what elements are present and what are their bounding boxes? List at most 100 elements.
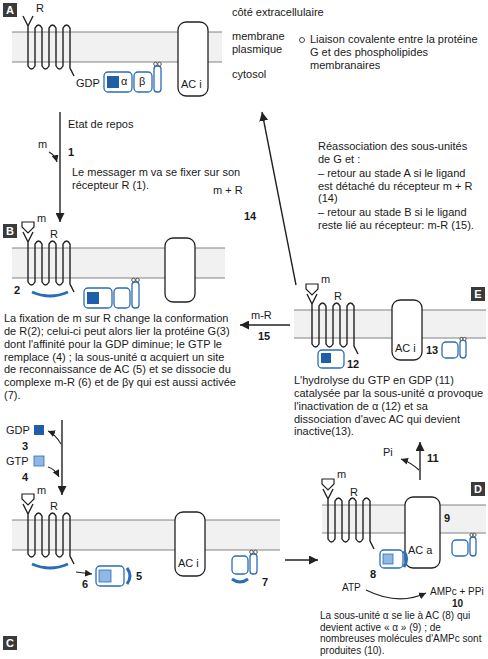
- lipid-anchor: [136, 278, 140, 282]
- gtp-square: [383, 554, 393, 564]
- panel-letter: B: [3, 224, 17, 238]
- callout-number: 15: [258, 330, 270, 343]
- callout-number: 5: [136, 570, 142, 583]
- part-label: R: [334, 290, 342, 303]
- step-arrow: [285, 559, 318, 560]
- alpha-subunit: [380, 550, 403, 568]
- part-label: R: [36, 2, 44, 15]
- dissociation-arrow: [76, 572, 92, 574]
- receptor-symbol: [307, 294, 358, 354]
- gamma-subunit: [154, 66, 161, 92]
- phosphate-arrow: [401, 459, 419, 470]
- callout-number: 4: [22, 471, 28, 484]
- alpha-subunit: [96, 566, 124, 586]
- panel-description: La sous-unité α se lie à AC (8) qui devi…: [320, 610, 484, 657]
- callout-number: 1: [68, 146, 74, 159]
- callout-number: 11: [427, 452, 439, 465]
- ligand-label: m: [37, 212, 46, 225]
- conformation-change: [32, 564, 68, 568]
- activation-site: [232, 579, 248, 582]
- membrane: [322, 505, 486, 533]
- beta-subunit: [452, 540, 468, 556]
- state-label: Etat de repos: [68, 118, 133, 131]
- subunit-label: β: [139, 75, 145, 88]
- callout-number: 8: [370, 568, 376, 581]
- adenylate-cyclase: [178, 22, 208, 96]
- ligand-label: m: [37, 484, 46, 497]
- molecule-label: AMPc + PPi: [430, 586, 484, 598]
- gamma-subunit: [132, 282, 139, 308]
- callout-number: 6: [82, 578, 88, 591]
- panel-letter: A: [3, 3, 17, 17]
- step-arrow: [59, 112, 60, 222]
- beta-subunit: [232, 556, 248, 574]
- enzyme-label: AC i: [181, 78, 202, 91]
- gtp-square: [34, 456, 44, 466]
- callout-number: 13: [426, 344, 438, 357]
- callout-number: 7: [262, 576, 268, 589]
- step-arrow: [262, 112, 296, 285]
- step-arrow: [240, 324, 290, 325]
- enzyme-label: AC i: [395, 342, 416, 355]
- part-label: R: [50, 500, 58, 513]
- release-arrow: [48, 431, 61, 444]
- ligand-label: m: [38, 138, 47, 151]
- subunit-label: α: [121, 75, 127, 88]
- panel-letter: E: [471, 287, 485, 301]
- conformation-change: [32, 292, 68, 296]
- panel-letter: C: [3, 636, 17, 650]
- receptor-symbol: [323, 489, 374, 549]
- callout-number: 2: [14, 284, 20, 297]
- panel: B La fixation de m sur R change la confor…: [0, 222, 240, 420]
- callout-number: 9: [444, 512, 450, 525]
- gamma-subunit: [470, 537, 476, 556]
- membrane-line: [294, 310, 486, 311]
- molecule-label: Pi: [383, 446, 393, 459]
- gamma-subunit: [460, 340, 466, 358]
- membrane-line: [12, 550, 280, 551]
- callout-number: 3: [22, 440, 28, 453]
- region-label: cytosol: [232, 68, 266, 81]
- panel: DLa sous-unité α se lie à AC (8) qui dev…: [318, 480, 488, 659]
- gdp-square: [34, 425, 44, 435]
- adenylate-cyclase: [392, 300, 422, 360]
- gdp-square: [87, 292, 99, 304]
- molecule-label: GDP: [76, 77, 100, 90]
- step-arrow: [419, 442, 420, 480]
- part-label: R: [350, 486, 358, 499]
- alpha-subunit: [318, 350, 344, 368]
- gamma-subunit: [250, 554, 257, 574]
- enzyme-label: AC i: [178, 557, 199, 570]
- membrane: [12, 520, 280, 550]
- binding-site: [404, 551, 407, 567]
- molecule-label: GDP: [6, 424, 30, 437]
- callout-number: 14: [244, 210, 256, 223]
- lipid-anchor: [132, 278, 136, 282]
- callout-number: 12: [347, 358, 359, 371]
- binding-arrow: [48, 467, 59, 477]
- legend-text: Liaison covalente entre la protéine G et…: [310, 33, 484, 72]
- panel-description: La fixation de m sur R change la conform…: [4, 312, 236, 402]
- lipid-anchor: [254, 550, 258, 554]
- receptor-symbol: [23, 16, 74, 76]
- recognition-site: [127, 568, 130, 584]
- lipid-anchor: [463, 337, 466, 340]
- beta-subunit: [114, 288, 130, 308]
- legend-symbol: [300, 38, 305, 43]
- panel: EL'hydrolyse du GTP en GDP (11) catalysé…: [290, 285, 488, 442]
- ligand-arrow: [49, 152, 57, 162]
- gdp-square: [107, 76, 119, 88]
- lipid-anchor: [154, 62, 158, 66]
- edge-label: m-R: [250, 309, 273, 322]
- note-text: – retour au stade B si le ligand reste l…: [318, 206, 482, 232]
- lipid-anchor: [250, 550, 254, 554]
- region-label: membrane plasmique: [232, 30, 302, 56]
- ligand-symbol: [22, 494, 34, 505]
- panel: C: [0, 495, 285, 657]
- lipid-anchor: [473, 533, 476, 536]
- beta-subunit: [442, 342, 458, 358]
- gdp-square: [321, 353, 331, 363]
- enzyme-label: AC a: [408, 544, 432, 557]
- reaction-arrow: [366, 590, 426, 599]
